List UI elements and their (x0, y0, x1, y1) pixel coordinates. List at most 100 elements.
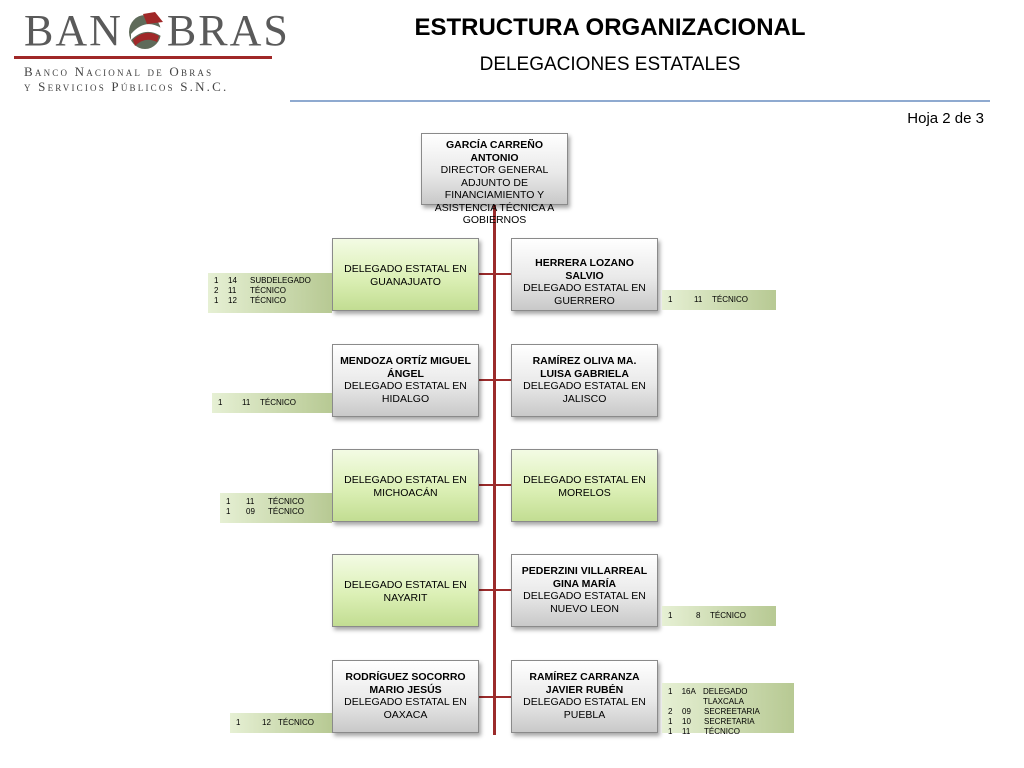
box-role: DELEGADO ESTATAL EN MICHOACÁN (344, 474, 467, 499)
connector-r2 (496, 379, 511, 381)
tag-row: 1 09 TÉCNICO (226, 507, 326, 517)
logo-subline: Banco Nacional de Obras y Servicios Públ… (24, 64, 228, 94)
tag-position: TÉCNICO (710, 611, 746, 620)
connector-r3 (496, 484, 511, 486)
box-puebla: RAMÍREZ CARRANZA JAVIER RUBÉN DELEGADO E… (511, 660, 658, 733)
tag-code: 14 (228, 276, 237, 285)
tag-count: 1 (214, 276, 219, 285)
connector-l1 (478, 273, 493, 275)
tag-count: 2 (668, 707, 673, 716)
tag-row: 2 09 SECREETARIA (668, 707, 788, 717)
tag-code: 11 (228, 286, 237, 295)
root-role: DIRECTOR GENERAL ADJUNTO DE FINANCIAMIEN… (434, 164, 555, 226)
tag-position: SUBDELEGADO (250, 276, 311, 285)
tag-count: 1 (668, 611, 673, 620)
box-name: PEDERZINI VILLARREAL GINA MARÍA (521, 565, 648, 590)
tag-position: TÉCNICO (704, 727, 740, 736)
tag-position: SECRETARIA (704, 717, 755, 726)
box-name: HERRERA LOZANO SALVIO (535, 257, 634, 282)
logo-rule (14, 56, 272, 59)
logo-subline-2: y Servicios Públicos S.N.C. (24, 79, 229, 94)
tag-count: 1 (214, 296, 219, 305)
tag-row: 2 11 TÉCNICO (214, 286, 326, 296)
tag-code: 11 (694, 295, 703, 304)
tag-code: 11 (682, 727, 691, 736)
box-morelos: DELEGADO ESTATAL EN MORELOS (511, 449, 658, 522)
root-name: GARCÍA CARREÑO ANTONIO (445, 139, 544, 164)
tag-code: 12 (228, 296, 237, 305)
logo-word-left: BAN (24, 6, 123, 55)
banobras-logo: BAN BRAS Banco Nacional de Obras y Servi… (14, 6, 288, 96)
tag-code: 09 (246, 507, 255, 516)
tag-position: DELEGADO TLAXCALA (703, 687, 748, 706)
tag-row: 1 8 TÉCNICO (668, 611, 770, 621)
box-role: DELEGADO ESTATAL EN NAYARIT (344, 579, 467, 604)
page-title: ESTRUCTURA ORGANIZACIONAL (414, 14, 806, 41)
tag-code: 09 (682, 707, 691, 716)
tag-count: 1 (226, 507, 231, 516)
box-role: DELEGADO ESTATAL EN JALISCO (523, 380, 646, 405)
tag-nuevo-leon: 1 8 TÉCNICO (662, 606, 776, 626)
tag-position: TÉCNICO (260, 398, 296, 407)
sheet-number: Hoja 2 de 3 (907, 110, 984, 127)
box-hidalgo: MENDOZA ORTÍZ MIGUEL ÁNGEL DELEGADO ESTA… (332, 344, 479, 417)
tag-count: 1 (668, 717, 673, 726)
box-role: DELEGADO ESTATAL EN MORELOS (523, 474, 646, 499)
connector-l3 (478, 484, 493, 486)
tag-position: TÉCNICO (250, 296, 286, 305)
tag-count: 2 (214, 286, 219, 295)
box-name: RODRÍGUEZ SOCORRO MARIO JESÚS (345, 671, 466, 696)
tag-count: 1 (668, 295, 673, 304)
trunk-connector (493, 205, 496, 735)
box-name: RAMÍREZ OLIVA MA. LUISA GABRIELA (532, 355, 637, 380)
box-jalisco: RAMÍREZ OLIVA MA. LUISA GABRIELA DELEGAD… (511, 344, 658, 417)
box-role: DELEGADO ESTATAL EN OAXACA (344, 696, 467, 721)
connector-r4 (496, 589, 511, 591)
box-oaxaca: RODRÍGUEZ SOCORRO MARIO JESÚS DELEGADO E… (332, 660, 479, 733)
connector-l2 (478, 379, 493, 381)
connector-r1 (496, 273, 511, 275)
root-box: GARCÍA CARREÑO ANTONIO DIRECTOR GENERAL … (421, 133, 568, 226)
box-nayarit: DELEGADO ESTATAL EN NAYARIT (332, 554, 479, 627)
header-divider (290, 100, 990, 102)
box-role: DELEGADO ESTATAL EN NUEVO LEON (523, 590, 646, 615)
tag-position: TÉCNICO (268, 497, 304, 506)
tag-position: SECREETARIA (704, 707, 760, 716)
tag-row: 1 14 SUBDELEGADO (214, 276, 326, 286)
tag-code: 12 (262, 718, 271, 727)
tag-position: TÉCNICO (712, 295, 748, 304)
box-guanajuato: DELEGADO ESTATAL EN GUANAJUATO (332, 238, 479, 311)
connector-l5 (478, 696, 493, 698)
tag-code: 16A (681, 687, 696, 696)
tag-position: TÉCNICO (268, 507, 304, 516)
box-role: DELEGADO ESTATAL EN GUERRERO (523, 282, 646, 307)
logo-wordmark: BAN BRAS (24, 6, 290, 56)
tag-count: 1 (218, 398, 223, 407)
tag-code: 8 (696, 611, 701, 620)
logo-word-right: BRAS (166, 6, 290, 55)
logo-subline-1: Banco Nacional de Obras (24, 64, 214, 79)
tag-count: 1 (236, 718, 241, 727)
box-michoacan: DELEGADO ESTATAL EN MICHOACÁN (332, 449, 479, 522)
box-role: DELEGADO ESTATAL EN PUEBLA (523, 696, 646, 721)
tag-position: TÉCNICO (250, 286, 286, 295)
tag-code: 11 (242, 398, 251, 407)
tag-count: 1 (226, 497, 231, 506)
box-nuevo-leon: PEDERZINI VILLARREAL GINA MARÍA DELEGADO… (511, 554, 658, 627)
box-guerrero: HERRERA LOZANO SALVIO DELEGADO ESTATAL E… (511, 238, 658, 311)
tag-count: 1 (668, 727, 673, 736)
box-role: DELEGADO ESTATAL EN GUANAJUATO (344, 263, 467, 288)
connector-l4 (478, 589, 493, 591)
